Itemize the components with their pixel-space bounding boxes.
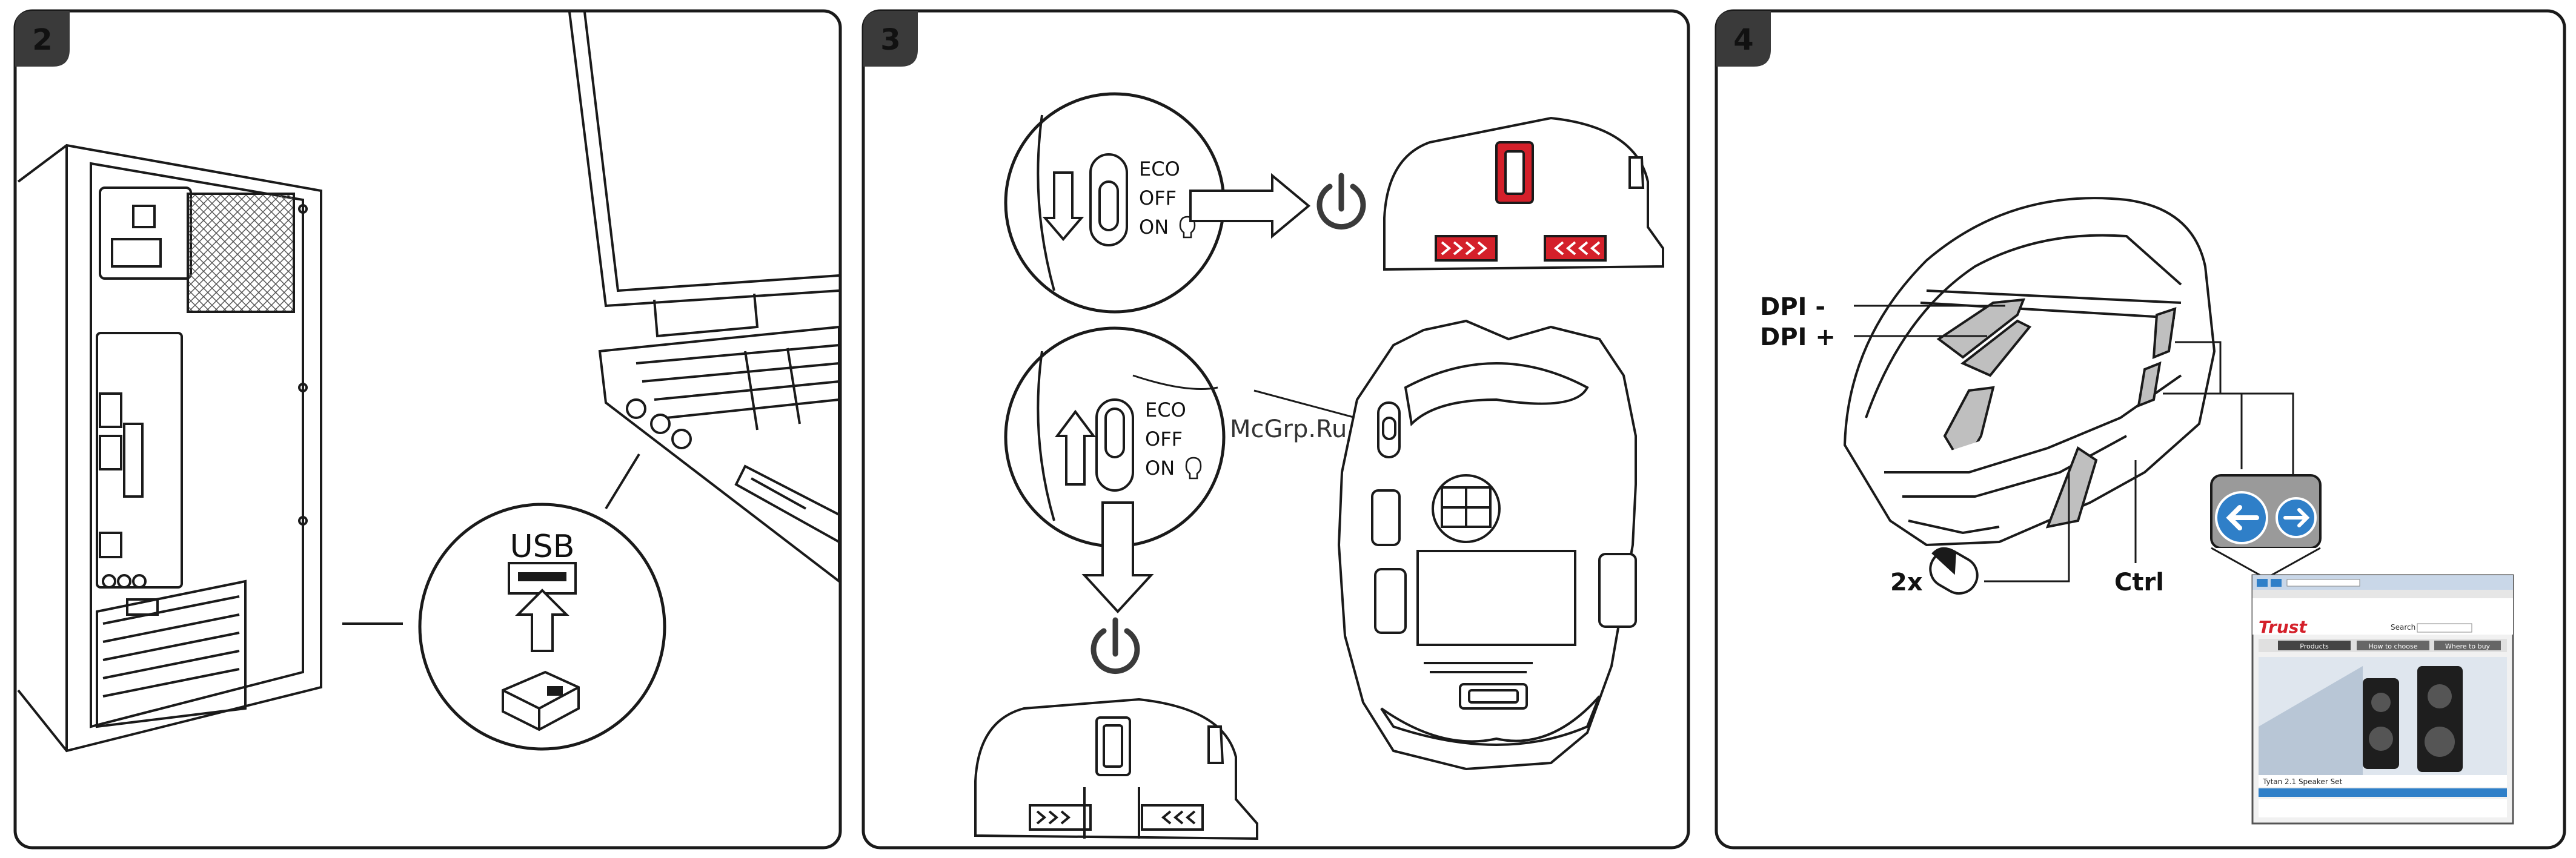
panel-4: 4 DPI - DPI + 2x Ctr [1716, 11, 2564, 848]
trust-logo: Trust [2259, 617, 2308, 637]
usb-label: USB [510, 529, 575, 565]
label-eco-2: ECO [1145, 398, 1186, 421]
tab-where-to-buy: Where to buy [2445, 642, 2491, 650]
label-on: ON [1139, 216, 1169, 239]
dpi-minus-label: DPI - [1760, 293, 1825, 321]
panel-3: 3 ECO OFF ON [863, 11, 1688, 848]
watermark: McGrp.Ru [1230, 415, 1347, 443]
ctrl-label: Ctrl [2114, 569, 2164, 596]
label-off: OFF [1139, 186, 1177, 210]
browser-search-label: Search [2391, 623, 2415, 632]
browser-caption: Tytan 2.1 Speaker Set [2262, 777, 2343, 786]
double-click-label: 2x [1890, 569, 1923, 596]
label-eco: ECO [1139, 157, 1180, 180]
dpi-plus-label: DPI + [1760, 323, 1836, 351]
tab-products: Products [2300, 642, 2329, 650]
step-number-2: 2 [32, 23, 52, 57]
panel-2: 2 [15, 11, 840, 848]
label-off-2: OFF [1145, 427, 1183, 450]
tab-how-to-choose: How to choose [2368, 642, 2417, 650]
step-number-3: 3 [880, 23, 900, 57]
step-number-4: 4 [1733, 23, 1753, 57]
mouse-underside [1339, 321, 1636, 769]
label-on-2: ON [1145, 457, 1175, 480]
browser-window: Trust Search Products How to choose Wher… [2252, 575, 2513, 823]
